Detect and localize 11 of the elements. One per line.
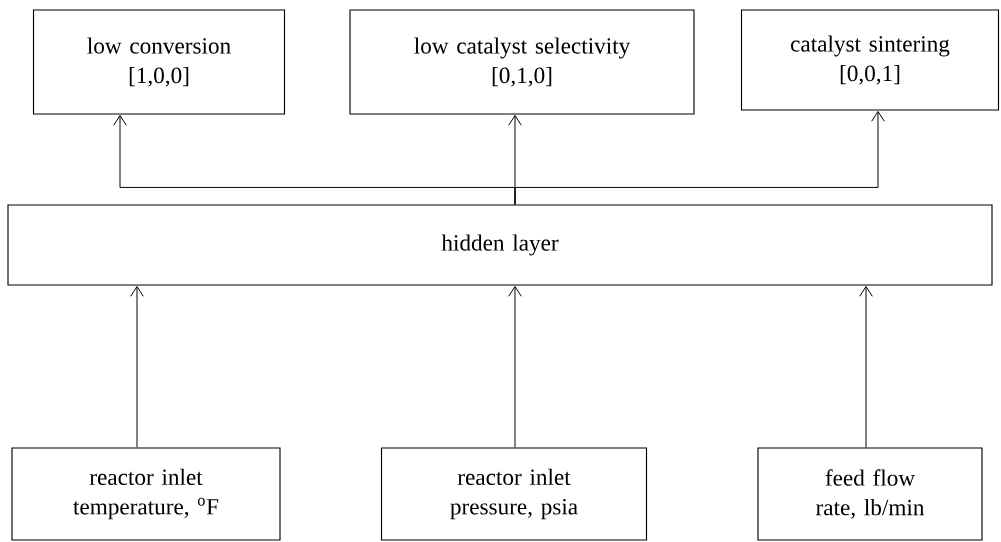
arrow (514, 110, 885, 205)
box: reactor inlet temperature, $^{o}$F (11, 447, 281, 541)
arrow (508, 286, 522, 448)
box: low catalyst selectivity [0,1,0] (349, 9, 695, 115)
box: low conversion [1,0,0] (32, 9, 286, 115)
layer-box: hidden layer (7, 204, 993, 286)
box: reactor inlet pressure, psia (380, 447, 648, 541)
box: feed flow rate, lb/min (757, 447, 983, 541)
box: catalyst sintering [0,0,1] (740, 9, 1000, 111)
arrow (859, 286, 873, 448)
arrow (130, 286, 144, 448)
